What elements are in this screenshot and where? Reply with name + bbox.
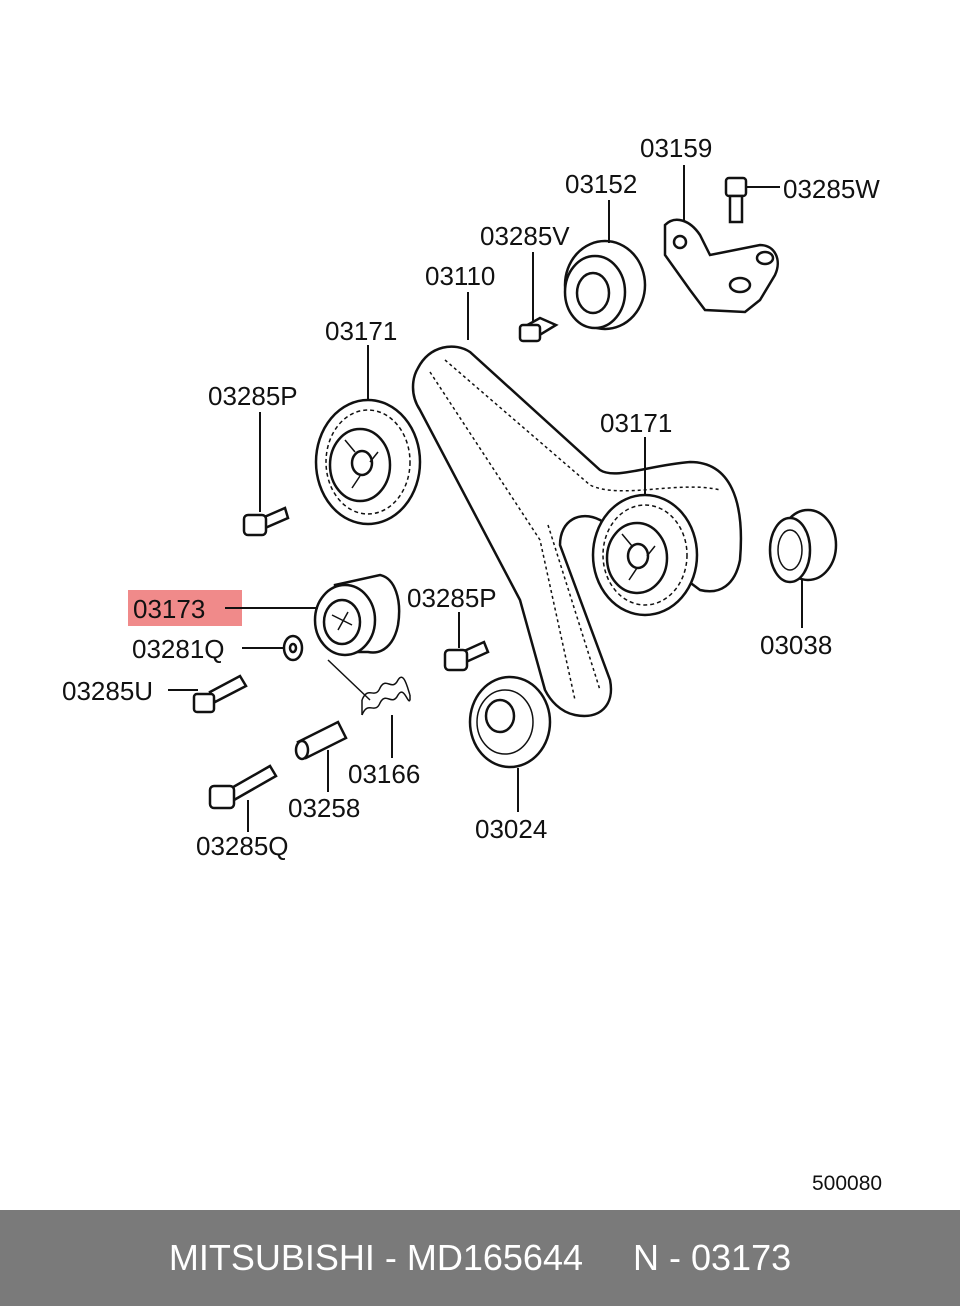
bolt-03285P-mid [443,640,490,672]
washer-03281Q [282,634,304,662]
label-03152: 03152 [565,169,637,199]
bolt-03285P-left [242,506,290,537]
bolt-03285W [724,176,748,224]
footer-ref-prefix: N [633,1237,660,1278]
label-03258: 03258 [288,793,360,823]
label-03171-right: 03171 [600,408,672,438]
label-03285V: 03285V [480,221,570,251]
footer-bar: MITSUBISHI - MD165644 N - 03173 [0,1210,960,1306]
diagram-id: 500080 [812,1172,882,1195]
bracket-03159 [663,218,779,314]
crank-sprocket-03038 [768,508,838,584]
label-03285P-mid: 03285P [407,583,497,613]
pin-03258 [294,720,348,761]
label-03285U: 03285U [62,676,153,706]
footer-separator: - [374,1237,407,1278]
timing-belt-diagram: 03159 03152 03285W 03285V 03110 03171 03… [62,133,882,1195]
label-03038: 03038 [760,630,832,660]
bolt-03285V [518,316,559,343]
tensioner-pulley-03173 [313,573,401,657]
footer-brand: MITSUBISHI [168,1237,375,1278]
camshaft-sprocket-left [314,398,422,526]
bolt-03285Q [208,764,278,810]
spring-03166 [327,659,411,716]
selected-part-highlight [128,590,242,626]
label-03285P-left: 03285P [208,381,298,411]
label-03171-top: 03171 [325,316,397,346]
label-03159: 03159 [640,133,712,163]
footer-ref-number: 03173 [691,1237,792,1278]
label-03285Q: 03285Q [196,831,289,861]
bolt-03285U [192,674,248,714]
label-03024: 03024 [475,814,547,844]
leader-lines [168,165,803,832]
camshaft-sprocket-right [591,493,699,617]
footer-separator-2: - [659,1237,692,1278]
idler-pulley-03152 [563,239,647,331]
flange-03024 [468,675,552,769]
label-03110: 03110 [425,261,495,291]
footer-part-number: MD165644 [406,1237,583,1278]
footer-spacer [583,1237,633,1279]
label-03166: 03166 [348,759,420,789]
label-03285W: 03285W [783,174,880,204]
label-03173: 03173 [133,594,205,624]
label-03281Q: 03281Q [132,634,225,664]
